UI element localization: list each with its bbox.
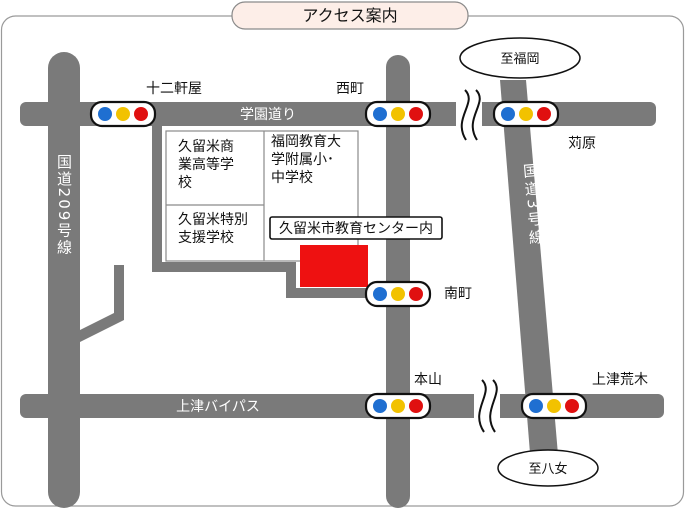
signal-nishimachi — [364, 100, 432, 128]
target-label: 久留米市教育センター内 — [279, 220, 433, 237]
intersection-minamimachi: 南町 — [444, 286, 472, 302]
traffic-signals — [89, 100, 588, 420]
road-route3 — [500, 80, 560, 478]
svg-text:学附属小･: 学附属小･ — [271, 152, 334, 168]
road-label-route209: 国道209号線 — [55, 154, 73, 257]
signal-lamp-blue — [373, 399, 387, 413]
signal-kamitsu-araki — [520, 392, 588, 420]
target-marker — [300, 245, 368, 287]
signal-lamp-red — [565, 399, 579, 413]
signal-lamp-blue — [501, 107, 515, 121]
destination-south: 至八女 — [528, 461, 567, 477]
signal-minamimachi — [364, 280, 432, 308]
signal-lamp-red — [409, 107, 423, 121]
intersection-karihara: 苅原 — [568, 135, 596, 152]
road-break-upper — [456, 89, 482, 141]
road-kamitsu-bypass — [20, 394, 664, 418]
school-fukuoka-edu: 福岡教育大 学附属小･ 中学校 — [271, 134, 341, 186]
svg-text:校: 校 — [178, 174, 192, 191]
destination-north: 至福岡 — [500, 52, 539, 67]
road-break-lower — [474, 379, 500, 433]
signal-lamp-red — [134, 107, 148, 121]
road-school-side-south — [152, 262, 288, 272]
intersection-juni-kenya: 十二軒屋 — [146, 81, 202, 97]
svg-text:久留米特別: 久留米特別 — [178, 212, 248, 228]
page-title: アクセス案内 — [302, 6, 397, 25]
road-school-side-east — [286, 288, 386, 298]
signal-lamp-yellow — [391, 399, 405, 413]
signal-lamp-blue — [373, 107, 387, 121]
destination-south-badge — [497, 449, 599, 487]
signal-lamp-yellow — [519, 107, 533, 121]
road-label-kamitsu-bypass: 上津バイパス — [176, 399, 260, 415]
intersection-motoyama: 本山 — [414, 372, 442, 388]
signal-lamp-yellow — [547, 399, 561, 413]
signal-lamp-yellow — [391, 287, 405, 301]
svg-text:業高等学: 業高等学 — [178, 156, 234, 173]
road-school-side-drop — [286, 262, 296, 298]
destination-north-badge — [459, 37, 581, 79]
svg-text:中学校: 中学校 — [271, 169, 313, 186]
school-block — [165, 130, 359, 262]
signal-lamp-blue — [529, 399, 543, 413]
school-kurume-commercial: 久留米商 業高等学 校 — [178, 139, 234, 191]
signal-lamp-yellow — [116, 107, 130, 121]
signal-lamp-red — [537, 107, 551, 121]
intersection-nishimachi: 西町 — [336, 81, 364, 97]
signal-lamp-blue — [98, 107, 112, 121]
road-label-gakuen: 学園道り — [240, 107, 296, 123]
title-badge — [231, 1, 469, 30]
intersection-kamitsu-araki: 上津荒木 — [592, 372, 648, 388]
signal-lamp-red — [409, 399, 423, 413]
target-label-box — [269, 216, 443, 240]
svg-text:支援学校: 支援学校 — [178, 229, 234, 246]
road-school-side-west — [152, 126, 162, 270]
svg-text:久留米商: 久留米商 — [178, 139, 234, 155]
signal-karihara — [492, 100, 560, 128]
svg-text:福岡教育大: 福岡教育大 — [271, 134, 341, 150]
signal-motoyama — [364, 392, 432, 420]
signal-lamp-red — [409, 287, 423, 301]
signal-lamp-blue — [373, 287, 387, 301]
school-kurume-special: 久留米特別 支援学校 — [178, 212, 248, 246]
road-connector — [80, 265, 124, 342]
signal-juni-kenya — [89, 100, 157, 128]
signal-lamp-yellow — [391, 107, 405, 121]
